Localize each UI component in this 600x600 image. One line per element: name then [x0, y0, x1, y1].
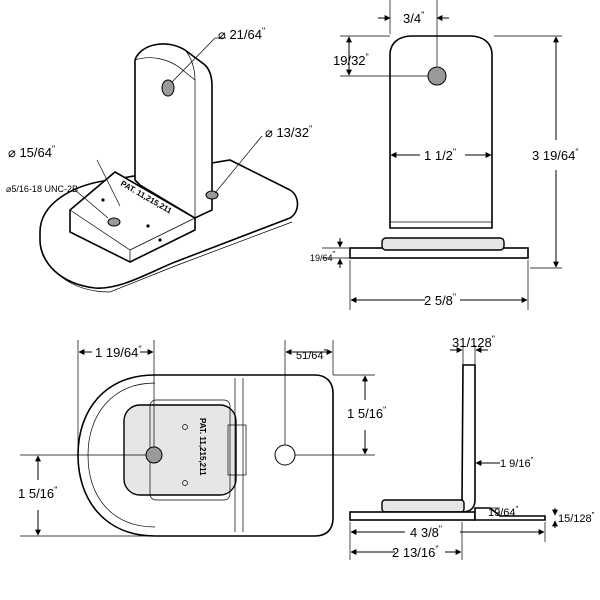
top-dim-left-hole-height: 1 5/16": [18, 485, 57, 501]
front-hole: [427, 66, 447, 86]
side-dim-top-thickness: 31/128": [452, 334, 495, 350]
side-plate-left: [349, 511, 476, 521]
isometric-view: PAT. 11,215,211 ⌀ 21/64" ⌀ 13/32" ⌀ 15/6…: [6, 26, 312, 293]
iso-hole-right-dia: ⌀ 13/32": [265, 124, 312, 140]
front-dim-hole-height: 19/32": [333, 52, 369, 68]
top-pad: [123, 404, 237, 496]
front-dim-total-height: 3 19/64": [532, 147, 579, 163]
front-pad: [381, 237, 505, 251]
top-threaded-hole: [145, 446, 163, 464]
front-view: 3/4" 19/32" 1 1/2" 3 19/64" 19/64" 2 5/8…: [310, 0, 579, 310]
top-dim-right-offset: 51/64": [296, 348, 327, 362]
iso-hole-top-dia: ⌀ 21/64": [218, 26, 265, 42]
iso-threaded-hole: [107, 217, 121, 227]
side-dim-length: 4 3/8": [410, 524, 442, 540]
side-dim-offset: 2 13/16": [392, 544, 439, 560]
front-dim-inner-width: 1 1/2": [424, 147, 456, 163]
side-dim-base-step: 19/64": [488, 505, 519, 519]
front-upright: [389, 35, 493, 229]
front-dim-base-thickness: 19/64": [310, 250, 336, 263]
side-pad: [381, 499, 465, 513]
side-dim-height: 1 9/16": [500, 456, 534, 470]
iso-upright-leg: [134, 43, 213, 219]
top-view: PAT. 11,215,211 1 19/64" 51/64" 1 5/16" …: [18, 340, 386, 537]
front-dim-top-width: 3/4": [403, 10, 424, 26]
front-dim-total-width: 2 5/8": [424, 292, 456, 308]
side-view: 31/128" 1 9/16" 19/64" 15/128" 4 3/8" 2 …: [349, 334, 595, 560]
side-dim-plate-thickness: 15/128": [558, 511, 595, 525]
iso-thread-callout: ⌀5/16-18 UNC-2B: [6, 184, 78, 194]
top-patent-text: PAT. 11,215,211: [198, 418, 207, 476]
iso-top-hole: [161, 79, 175, 97]
top-dim-left-offset: 1 19/64": [95, 344, 142, 360]
iso-right-hole: [205, 190, 219, 200]
side-upright: [461, 364, 476, 513]
iso-hole-left-dia: ⌀ 15/64": [8, 144, 55, 160]
top-right-hole: [274, 444, 296, 466]
top-dim-right-hole-height: 1 5/16": [347, 405, 386, 421]
